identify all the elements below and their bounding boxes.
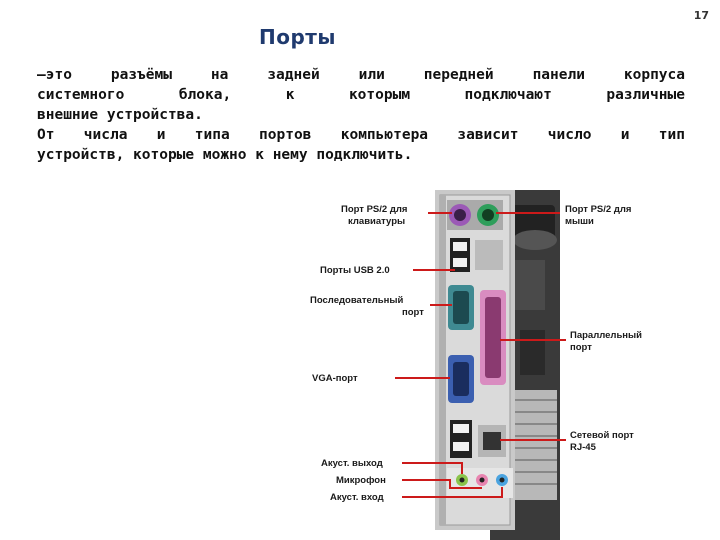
word: тип [659,125,685,145]
label-ps2-keyboard: Порт PS/2 для [341,204,407,215]
word: задней [267,65,319,85]
body-text: —это разъёмы на задней или передней пане… [37,65,685,165]
paragraph2-line2: устройств, которые можно к нему подключи… [37,145,685,165]
label-parallel: порт [570,342,592,353]
word: блока, [179,85,231,105]
word: подключают [465,85,552,105]
label-ps2-mouse: мыши [565,216,594,227]
word: на [211,65,228,85]
word: зависит [457,125,518,145]
word: —это [37,65,72,85]
label-network: Сетевой порт [570,430,634,441]
paragraph2-line1: От числа и типа портов компьютера зависи… [37,125,685,145]
word: и [157,125,166,145]
paragraph1-line2: системного блока, к которым подключают р… [37,85,685,105]
label-usb: Порты USB 2.0 [320,265,390,276]
word: типа [195,125,230,145]
paragraph1-line3: внешние устройства. [37,105,685,125]
word: к [286,85,295,105]
label-vga: VGA-порт [312,373,358,384]
page-title: Порты [259,25,336,49]
label-audio-out: Акуст. выход [321,458,383,469]
label-parallel: Параллельный [570,330,642,341]
label-mic: Микрофон [336,475,386,486]
label-audio-in: Акуст. вход [330,492,384,503]
word: панели [533,65,585,85]
word: число [548,125,592,145]
label-ps2-keyboard: клавиатуры [348,216,405,227]
ports-illustration: Порт PS/2 для клавиатуры Порт PS/2 для м… [305,183,675,540]
word: портов [259,125,311,145]
word: или [359,65,385,85]
word: корпуса [624,65,685,85]
word: системного [37,85,124,105]
word: разъёмы [111,65,172,85]
word: компьютера [341,125,428,145]
paragraph1-line1: —это разъёмы на задней или передней пане… [37,65,685,85]
word: которым [349,85,410,105]
word: различные [606,85,685,105]
label-network: RJ-45 [570,442,597,453]
word: От [37,125,54,145]
label-ps2-mouse: Порт PS/2 для [565,204,631,215]
label-serial: порт [402,307,424,318]
word: числа [84,125,128,145]
page-number: 17 [694,9,709,22]
word: передней [424,65,494,85]
label-serial: Последовательный [310,295,403,306]
word: и [621,125,630,145]
